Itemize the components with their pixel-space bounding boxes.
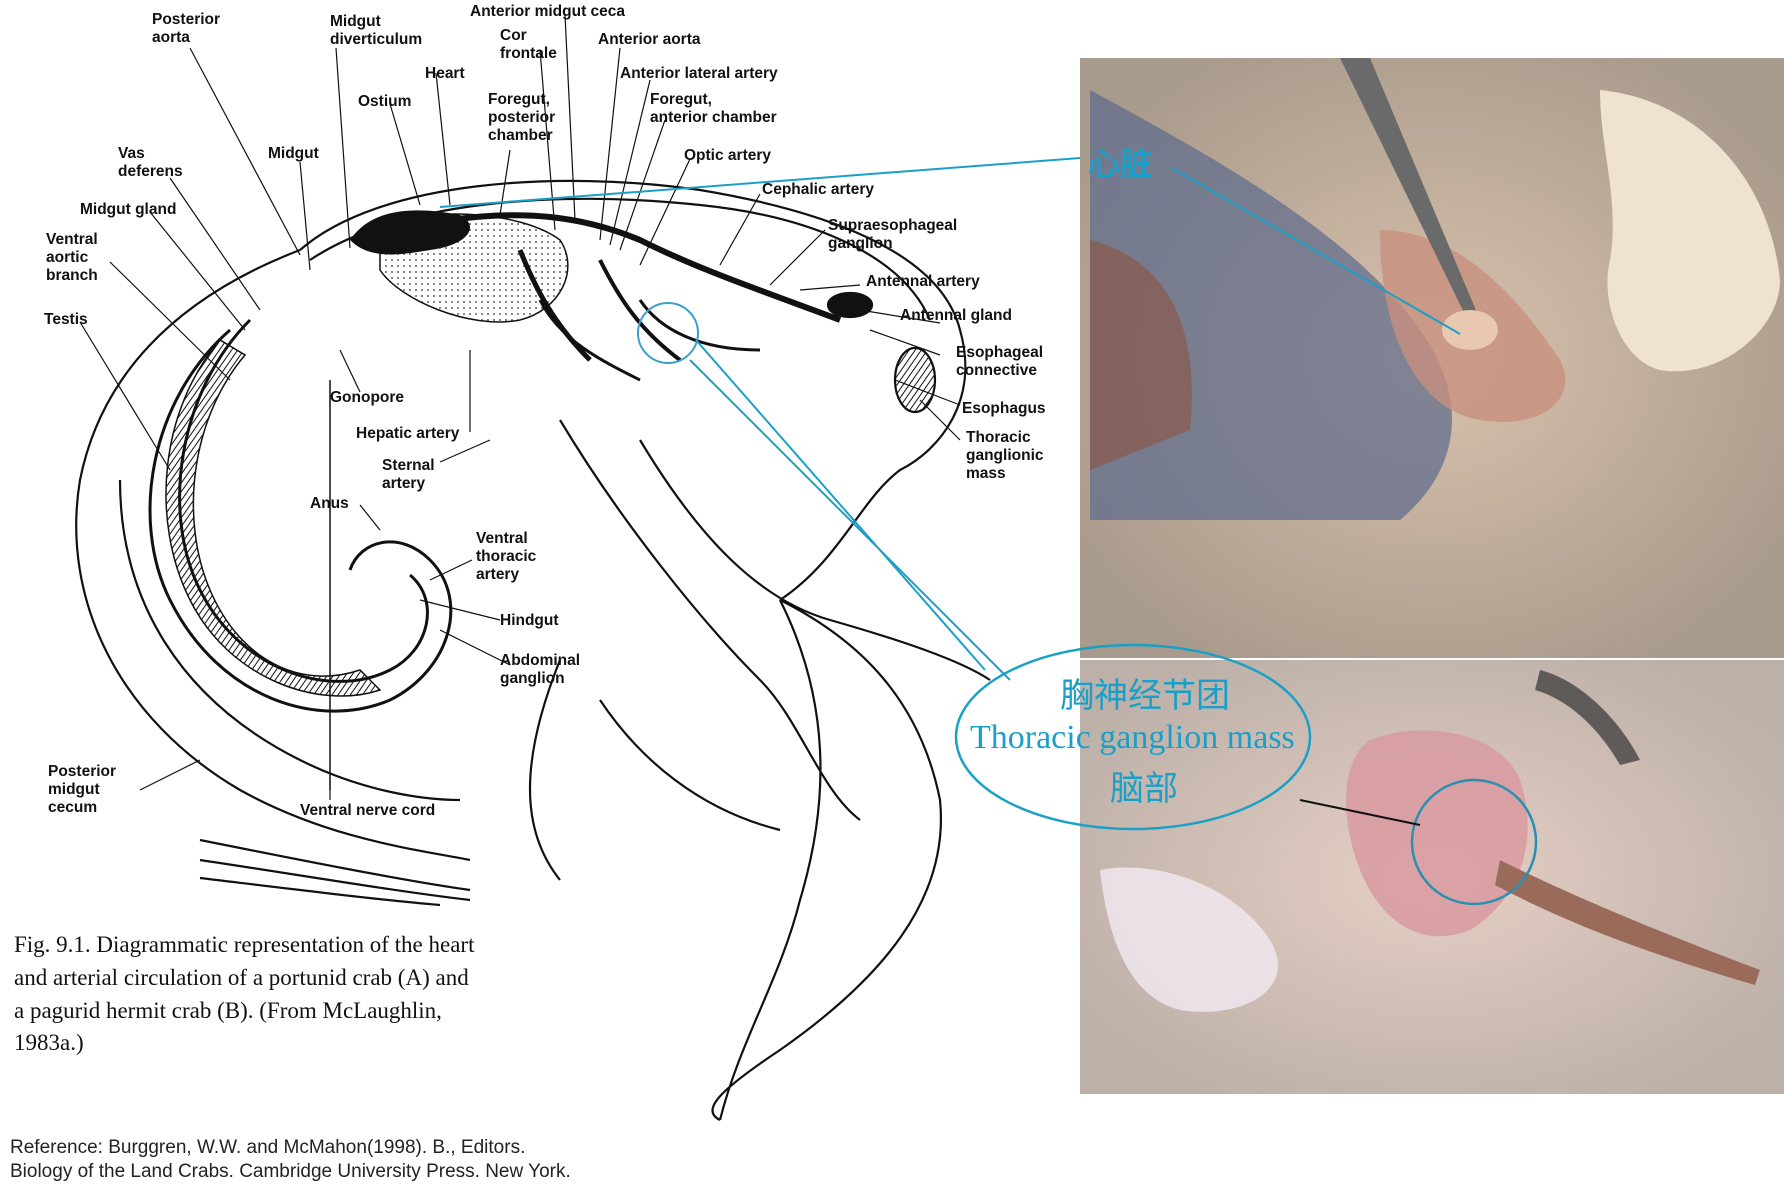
hermit-crab-diagram	[75, 179, 991, 1121]
svg-text:Cephalic artery: Cephalic artery	[762, 181, 874, 198]
svg-text:Ventral nerve cord: Ventral nerve cord	[300, 802, 435, 819]
reference-note: Reference: Burggren, W.W. and McMahon(19…	[10, 1137, 571, 1182]
annotation-lines	[439, 157, 1461, 681]
svg-text:Hindgut: Hindgut	[500, 612, 559, 629]
svg-text:Ostium: Ostium	[358, 93, 411, 110]
svg-text:Anus: Anus	[310, 495, 349, 512]
svg-text:Antennal gland: Antennal gland	[900, 307, 1012, 324]
svg-text:Fig. 9.1. Diagrammatic represe: Fig. 9.1. Diagrammatic representation of…	[14, 932, 475, 957]
svg-text:Biology of the Land Crabs. Cam: Biology of the Land Crabs. Cambridge Uni…	[10, 1161, 571, 1182]
photo-bottom	[1080, 660, 1784, 1094]
svg-text:Foregut,anterior chamber: Foregut,anterior chamber	[650, 91, 777, 126]
annotations: 心脏 胸神经节团 Thoracic ganglion mass 脑部	[954, 145, 1312, 831]
svg-text:Midgut gland: Midgut gland	[80, 201, 176, 218]
svg-text:1983a.): 1983a.)	[14, 1030, 84, 1055]
svg-text:Gonopore: Gonopore	[330, 389, 404, 406]
svg-text:Esophagus: Esophagus	[962, 400, 1046, 417]
svg-text:and arterial circulation of a: and arterial circulation of a portunid c…	[14, 965, 469, 990]
brain-label-cn: 脑部	[1110, 769, 1178, 809]
ganglion-annotation-ellipse	[954, 643, 1312, 831]
svg-text:Optic artery: Optic artery	[684, 147, 771, 164]
figure-caption: Fig. 9.1. Diagrammatic representation of…	[14, 932, 475, 1055]
thoracic-label-cn: 胸神经节团	[1060, 676, 1230, 716]
svg-text:Antennal artery: Antennal artery	[866, 273, 980, 290]
svg-text:Midgut: Midgut	[268, 145, 319, 162]
heart-label-cn: 心脏	[1088, 145, 1152, 183]
svg-text:Hepatic artery: Hepatic artery	[356, 425, 460, 442]
thoracic-label-en: Thoracic ganglion mass	[970, 719, 1295, 756]
svg-text:Testis: Testis	[44, 311, 88, 328]
photo-top	[1080, 58, 1784, 658]
leader-lines	[79, 14, 961, 800]
svg-text:Heart: Heart	[425, 65, 465, 82]
svg-text:Reference: Burggren, W.W. and: Reference: Burggren, W.W. and McMahon(19…	[10, 1137, 525, 1158]
svg-text:Anterior midgut ceca: Anterior midgut ceca	[470, 3, 625, 20]
svg-text:Anterior aorta: Anterior aorta	[598, 31, 701, 48]
svg-text:Anterior lateral artery: Anterior lateral artery	[620, 65, 778, 82]
svg-text:a pagurid hermit crab (B).: a pagurid hermit crab (B). (From McLaugh…	[14, 998, 442, 1023]
